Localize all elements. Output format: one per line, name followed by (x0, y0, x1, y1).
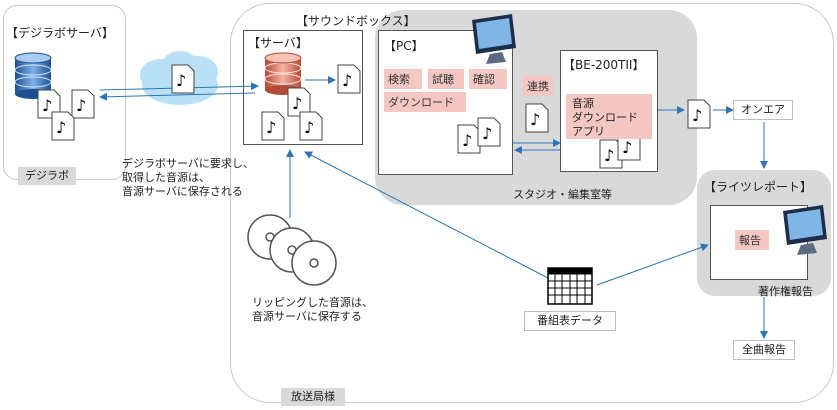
report-label: 報告 (735, 230, 769, 250)
svg-text:♪: ♪ (42, 96, 52, 115)
copyright-label: 著作権報告 (758, 285, 813, 298)
svg-text:♪: ♪ (462, 131, 472, 150)
svg-text:♪: ♪ (266, 118, 276, 137)
svg-text:♪: ♪ (342, 71, 352, 90)
schedule-box: 番組表データ (524, 311, 616, 331)
be200-title: 【BE-200TII】 (563, 58, 645, 72)
be200-app-line1: 音源 (572, 97, 594, 110)
svg-text:♪: ♪ (76, 96, 86, 115)
monitor-icon (472, 14, 827, 255)
broadcast-zone (230, 3, 834, 403)
digilab-title: 【デジラボサーバ】 (6, 26, 114, 40)
ripping-note-line2: 音源サーバに保存する (252, 310, 362, 323)
be200-app-line3: アプリ (572, 125, 605, 138)
link-label: 連携 (523, 76, 553, 96)
lightreport-title: 【ライツレポート】 (704, 180, 813, 194)
studio-label: スタジオ・編集室等 (513, 188, 612, 201)
svg-text:♪: ♪ (530, 110, 540, 129)
download-button[interactable]: ダウンロード (384, 92, 466, 112)
svg-text:♪: ♪ (292, 94, 302, 113)
svg-text:♪: ♪ (56, 118, 66, 137)
cd-disc-icon (247, 214, 337, 286)
calendar-table-icon (547, 267, 593, 305)
preview-button[interactable]: 試聴 (428, 69, 464, 89)
full-report-box: 全曲報告 (733, 340, 795, 360)
ripping-note-line1: リッピングした音源は、 (252, 296, 373, 309)
onair-box: オンエア (733, 100, 793, 120)
svg-text:♪: ♪ (622, 138, 632, 157)
confirm-button[interactable]: 確認 (469, 69, 507, 89)
broadcast-label: 放送局様 (281, 388, 345, 406)
be200-app-box (566, 94, 652, 139)
digilab-note-line2: 取得した音源は、 (122, 171, 210, 184)
digilab-label: デジラボ (18, 167, 76, 185)
arrows (99, 76, 768, 339)
svg-text:♪: ♪ (604, 146, 614, 165)
search-button[interactable]: 検索 (384, 69, 422, 89)
digilab-note-line1: デジラボサーバに要求し、 (122, 157, 254, 170)
svg-text:♪: ♪ (692, 106, 702, 125)
svg-text:♪: ♪ (482, 124, 492, 143)
digilab-note-line3: 音源サーバに保存される (122, 185, 243, 198)
svg-text:♪: ♪ (304, 118, 314, 137)
server-title: 【サーバ】 (248, 36, 308, 50)
music-file-icon: ♪ ♪ ♪ ♪ ♪ ♪ ♪ ♪ ♪ ♪ ♪ ♪ ♪ ♪ (37, 64, 711, 169)
svg-text:♪: ♪ (176, 71, 186, 90)
be200-app-line2: ダウンロード (572, 111, 638, 124)
pc-title: 【PC】 (384, 39, 424, 53)
soundbox-title: 【サウンドボックス】 (296, 14, 416, 28)
